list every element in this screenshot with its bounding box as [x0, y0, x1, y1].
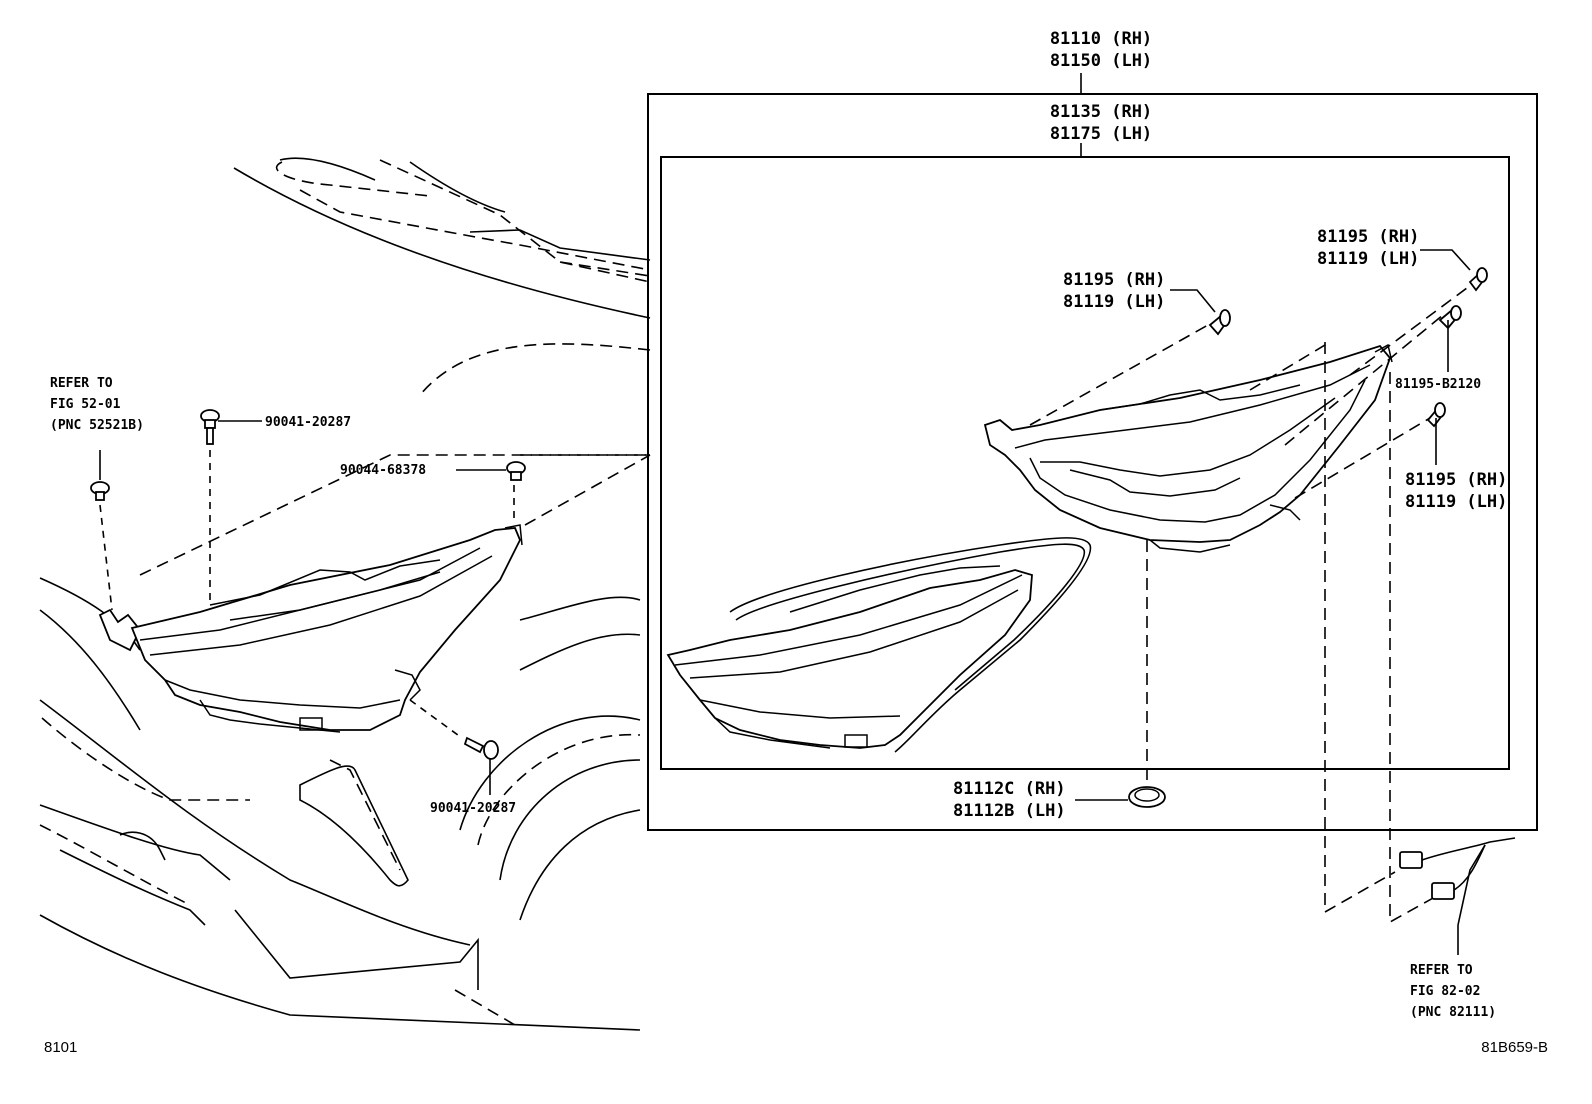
label-bulb-upper-left-lh: 81119 (LH)	[1063, 292, 1165, 312]
guide-line-d	[1284, 314, 1444, 446]
connector-icon	[1431, 882, 1455, 900]
unit-box	[660, 156, 1510, 770]
bulb-icon	[1426, 402, 1446, 428]
label-bulb-lower-right-lh: 81119 (LH)	[1405, 492, 1507, 512]
label-refer-left-line1: REFER TO	[50, 376, 113, 391]
clip-icon	[90, 481, 110, 501]
connectors	[1399, 837, 1516, 955]
page-code-left: 8101	[44, 1039, 77, 1056]
label-bulb-lower-right: 81195 (RH) 81119 (LH)	[1405, 470, 1507, 512]
label-refer-right-line2: FIG 82-02	[1410, 984, 1480, 999]
label-nut: 90044-68378	[340, 463, 426, 478]
label-bolt-lower: 90041-20287	[430, 801, 516, 816]
vehicle-body	[39, 157, 651, 1031]
assembly-box	[647, 93, 1538, 831]
clip-left	[90, 450, 113, 611]
cap	[1075, 786, 1166, 808]
label-unit-rh: 81135 (RH)	[1050, 102, 1152, 122]
guide-line	[524, 454, 651, 526]
bolt-upper	[200, 409, 262, 600]
connector-guide-a	[1324, 342, 1396, 914]
guide-line-c	[1349, 281, 1476, 376]
label-bulb-upper-left-rh: 81195 (RH)	[1063, 270, 1165, 290]
connector-guide-b	[1389, 372, 1436, 924]
bulb-middle	[1438, 305, 1462, 372]
label-bulb-lower-right-rh: 81195 (RH)	[1405, 470, 1507, 490]
label-bulb-upper-left: 81195 (RH) 81119 (LH)	[1063, 270, 1165, 312]
label-bolt-upper: 90041-20287	[265, 415, 351, 430]
nut	[456, 461, 526, 520]
label-cap-lh: 81112B (LH)	[953, 801, 1066, 821]
bulb-upper-right	[1420, 249, 1488, 292]
nut-icon	[506, 461, 526, 481]
label-cap-rh: 81112C (RH)	[953, 779, 1066, 799]
label-refer-right: REFER TO FIG 82-02 (PNC 82111)	[1410, 963, 1496, 1020]
guide-line-b	[1249, 341, 1331, 391]
label-bulb-upper-right: 81195 (RH) 81119 (LH)	[1317, 227, 1419, 269]
label-bulb-upper-right-rh: 81195 (RH)	[1317, 227, 1419, 247]
bolt-icon	[463, 736, 499, 760]
guide-line-a	[1029, 324, 1209, 426]
headlamp-lens-view	[666, 537, 1092, 753]
bulb-lower-right	[1426, 402, 1446, 465]
label-refer-right-line1: REFER TO	[1410, 963, 1473, 978]
label-refer-left: REFER TO FIG 52-01 (PNC 52521B)	[50, 376, 144, 433]
guide-line-e	[1294, 417, 1431, 499]
bolt-lower	[409, 699, 499, 795]
label-assy-lh: 81150 (LH)	[1050, 51, 1152, 71]
label-refer-left-line3: (PNC 52521B)	[50, 418, 144, 433]
bulb-upper-left	[1170, 289, 1231, 336]
label-assy: 81110 (RH) 81150 (LH)	[1050, 29, 1152, 71]
headlamp-housing-view	[983, 343, 1393, 553]
label-refer-left-line2: FIG 52-01	[50, 397, 121, 412]
label-unit: 81135 (RH) 81175 (LH)	[1050, 102, 1152, 144]
label-refer-right-line3: (PNC 82111)	[1410, 1005, 1496, 1020]
label-cap: 81112C (RH) 81112B (LH)	[953, 779, 1066, 821]
bulb-icon	[1438, 305, 1462, 330]
connector-icon	[1399, 851, 1423, 869]
bolt-icon	[200, 409, 220, 445]
label-unit-lh: 81175 (LH)	[1050, 124, 1152, 144]
cap-icon	[1128, 786, 1166, 808]
bulb-icon	[1468, 267, 1488, 292]
label-bulb-upper-right-lh: 81119 (LH)	[1317, 249, 1419, 269]
page-code-right: 81B659-B	[1481, 1039, 1548, 1056]
bulb-icon	[1208, 309, 1231, 336]
label-bulb-middle: 81195-B2120	[1395, 377, 1481, 392]
installed-headlamp	[98, 524, 523, 733]
label-assy-rh: 81110 (RH)	[1050, 29, 1152, 49]
